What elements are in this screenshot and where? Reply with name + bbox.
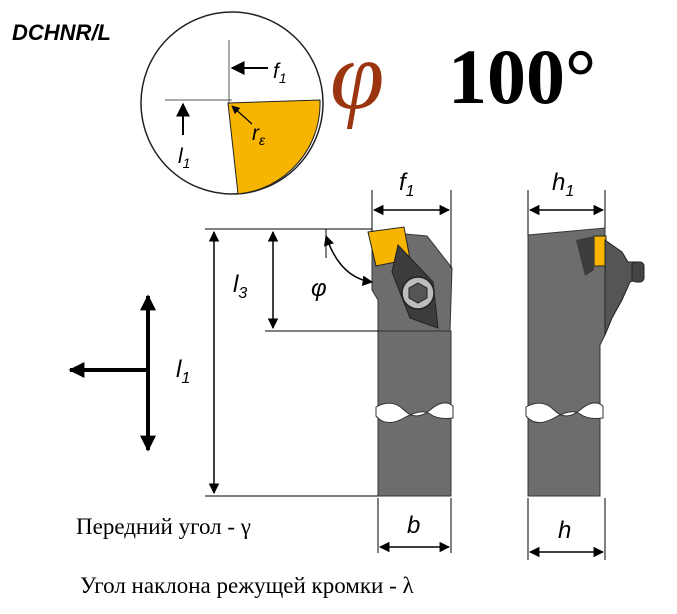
f1-label: f1 [399,169,415,200]
l1-label: l1 [176,356,190,387]
corner-detail-circle: f1 l1 rε [140,11,324,195]
l1-label-detail: l1 [178,145,190,171]
radius-label: rε [252,122,266,148]
approach-angle-symbol: φ [330,22,384,130]
h-label: h [558,517,571,544]
insert-side [593,235,607,267]
holder-side-view [525,227,645,497]
holder-front-view [367,226,454,497]
radius-pointer [231,105,253,125]
f1-label-detail: f1 [273,60,287,86]
model-title: DCHNR/L [12,20,111,45]
l3-label: l3 [233,271,247,302]
dimension-lines [205,190,606,560]
approach-angle-value: 100° [448,33,596,120]
feed-direction-arrows [68,294,156,452]
h1-label: h1 [552,169,574,200]
phi-label: φ [311,275,327,302]
b-label: b [407,512,420,539]
inclination-angle-caption: Угол наклона режущей кромки - λ [80,573,414,598]
rake-angle-caption: Передний угол - γ [76,514,251,539]
